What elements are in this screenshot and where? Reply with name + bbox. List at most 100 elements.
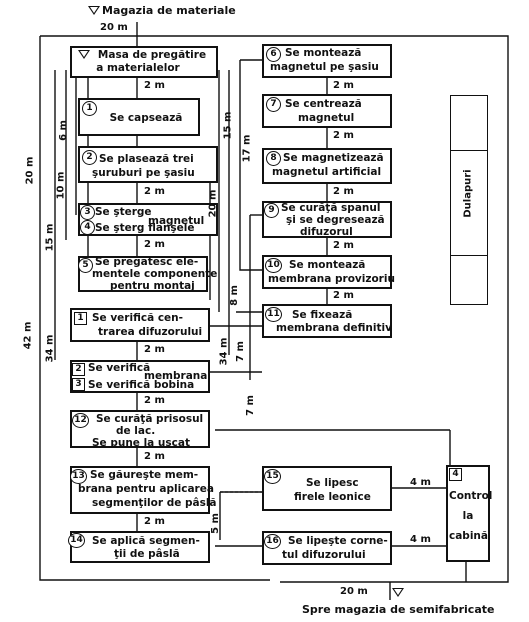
dist-label: 8 m — [228, 285, 240, 306]
dist-label: 2 m — [144, 186, 165, 197]
op-13-box — [70, 466, 210, 514]
op-16-text-2: tul difuzorului — [282, 549, 366, 561]
op-6-text-2: magnetul pe şasiu — [270, 61, 379, 73]
dist-label: 2 m — [333, 186, 354, 197]
op-7-number: 7 — [266, 97, 281, 112]
op-5-text-2: mentele componente — [92, 268, 218, 280]
op-16-number: 16 — [264, 534, 281, 549]
op-4-text: Se şterg flanşele — [95, 222, 195, 234]
op-13-text-3: segmenţilor de pâslă — [92, 497, 217, 509]
op-2-box — [78, 146, 218, 183]
op-14-number: 14 — [68, 533, 85, 548]
control-number: 4 — [449, 468, 462, 481]
dest-distance: 20 m — [340, 586, 368, 597]
op-10-text-1: Se montează — [289, 259, 366, 271]
op-6-box — [262, 44, 392, 78]
check-1-text-2: trarea difuzorului — [98, 326, 203, 338]
op-8-text-2: magnetul artificial — [272, 166, 382, 178]
dist-label: 17 m — [241, 134, 253, 163]
op-11-text-1: Se fixează — [292, 309, 353, 321]
op-11-number: 11 — [265, 307, 282, 322]
op-15-text-1: Se lipesc — [306, 477, 359, 489]
op-11-box — [262, 304, 392, 338]
op-15-text-2: firele leonice — [294, 491, 371, 503]
prep-marker-icon — [78, 50, 90, 59]
cabinets-box — [450, 95, 488, 305]
op-12-text-3: Se pune la uscat — [92, 437, 190, 449]
op-3-text-2: magnetul — [148, 215, 205, 227]
op-4-number: 4 — [80, 220, 95, 235]
op-5-number: 5 — [78, 258, 93, 273]
dist-label: 20 m — [24, 156, 36, 185]
op-12-number: 12 — [72, 413, 89, 428]
cabinets-label: Dulapuri — [462, 169, 474, 218]
prep-label-2: a materialelor — [96, 62, 180, 74]
dist-label: 4 m — [410, 534, 431, 545]
dist-label: 2 m — [333, 240, 354, 251]
check-3-number: 3 — [72, 378, 85, 391]
op-2-number: 2 — [82, 150, 97, 165]
dist-label: 2 m — [144, 451, 165, 462]
check-3-text: Se verifică bobina — [88, 379, 195, 391]
op-2-text-2: şuruburi pe şasiu — [92, 167, 195, 179]
dist-label: 4 m — [410, 477, 431, 488]
dist-label: 20 m — [207, 189, 219, 218]
op-12-text-1: Se curăţă prisosul — [96, 413, 204, 425]
check-1-box — [70, 308, 210, 342]
op-6-text-1: Se montează — [285, 47, 362, 59]
op-9-text-3: difuzorul — [300, 226, 353, 238]
dist-label: 7 m — [244, 395, 256, 416]
op-13-text-2: brana pentru aplicarea — [78, 483, 214, 495]
dist-label: 34 m — [218, 337, 230, 366]
op-9-text-2: şi se degresează — [286, 214, 385, 226]
op-8-box — [262, 148, 392, 184]
op-8-text-1: Se magnetizează — [283, 152, 384, 164]
op-16-text-1: Se lipeşte corne- — [288, 535, 388, 547]
op-14-box — [70, 531, 210, 563]
op-7-text-2: magnetul — [298, 112, 355, 124]
prep-table-box — [70, 46, 218, 78]
dist-label: 2 m — [333, 130, 354, 141]
op-1-number: 1 — [82, 101, 97, 116]
dist-label: 2 m — [144, 80, 165, 91]
check-1-number: 1 — [74, 312, 87, 325]
op-1-text: Se capsează — [109, 112, 183, 124]
prep-label-1: Masa de pregătire — [97, 49, 207, 61]
op-7-text-1: Se centrează — [285, 98, 362, 110]
op-12-text-2: de lac. — [116, 425, 156, 437]
dist-label: 15 m — [44, 223, 56, 252]
check-2-text-2: membrana — [144, 370, 208, 382]
dist-label: 34 m — [44, 334, 56, 363]
dist-label: 7 m — [234, 341, 246, 362]
op-14-text-2: ţii de pâslă — [114, 548, 180, 560]
control-text-1: Control — [449, 490, 493, 502]
dest-label: Spre magazia de semifabricate — [302, 603, 495, 616]
op-7-box — [262, 94, 392, 128]
dist-label: 10 m — [55, 171, 67, 200]
check-2-3-box — [70, 360, 210, 393]
dest-marker-icon — [392, 588, 404, 597]
op-9-number: 9 — [264, 203, 279, 218]
control-cabin-box — [446, 465, 490, 562]
op-10-box — [262, 255, 392, 289]
op-5-box — [78, 256, 208, 292]
cabinet-divider — [451, 150, 487, 151]
op-12-box — [70, 410, 210, 448]
op-2-text-1: Se plasează trei — [99, 153, 194, 165]
check-2-number: 2 — [72, 363, 85, 376]
source-distance: 20 m — [100, 22, 128, 33]
op-9-box — [262, 201, 392, 238]
op-1-box — [78, 98, 200, 136]
control-text-2: la — [462, 510, 474, 522]
op-8-number: 8 — [266, 151, 281, 166]
op-11-text-2: membrana definitiv — [276, 322, 392, 334]
op-6-number: 6 — [266, 47, 281, 62]
op-9-text-1: Se curăţă spanul — [281, 202, 381, 214]
dist-label: 15 m — [222, 111, 234, 140]
op-15-box — [262, 466, 392, 511]
check-1-text-1: Se verifică cen- — [92, 312, 184, 324]
op-10-number: 10 — [265, 258, 282, 273]
op-3-number: 3 — [80, 205, 95, 220]
dist-label: 2 m — [333, 80, 354, 91]
